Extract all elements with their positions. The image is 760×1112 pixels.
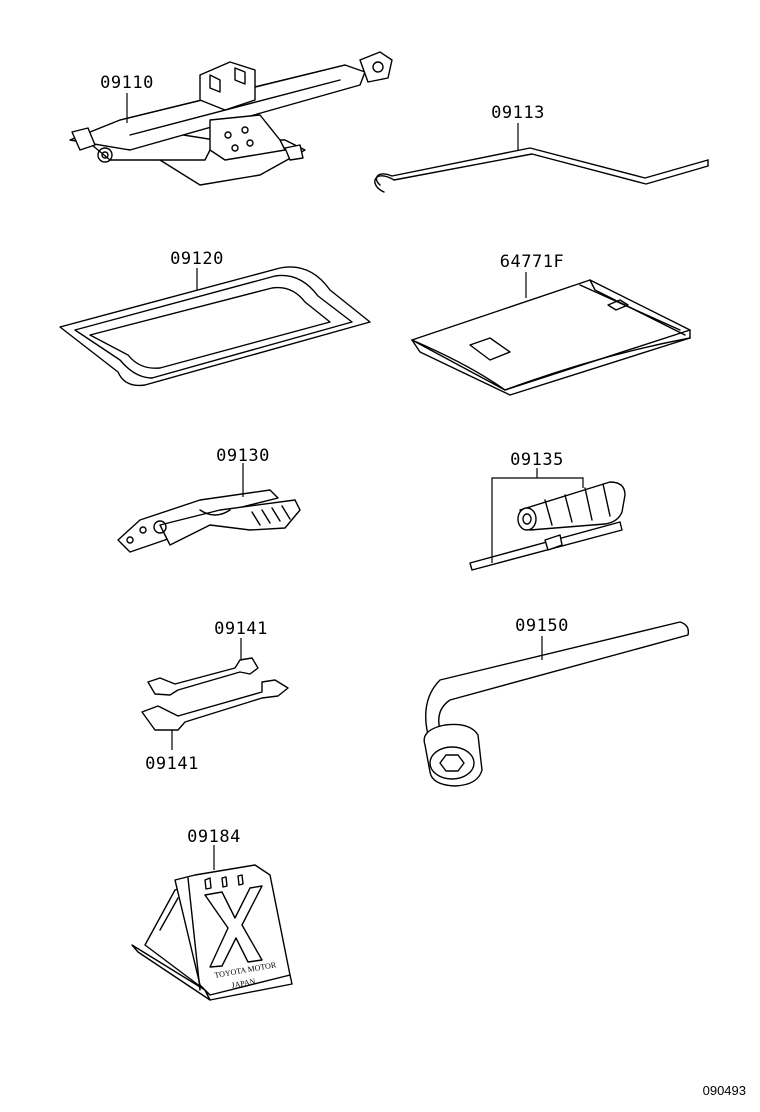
scissor-jack-illustration — [69, 51, 393, 186]
wheel-chock-illustration: TOYOTA MOTOR JAPAN — [131, 864, 293, 1001]
wrench-bottom-illustration — [141, 679, 289, 731]
part-number-wrench-bottom: 09141 — [145, 754, 199, 774]
part-number-wrench-top: 09141 — [214, 619, 268, 639]
tool-bag-illustration — [59, 266, 371, 387]
pliers-illustration — [117, 489, 301, 553]
jack-handle-illustration — [374, 147, 709, 193]
part-number-wheel-wrench: 09150 — [515, 616, 569, 636]
part-number-pliers: 09130 — [216, 446, 270, 466]
wheel-wrench-illustration — [423, 621, 690, 787]
illustration-code: 090493 — [703, 1083, 746, 1098]
part-number-jack: 09110 — [100, 73, 154, 93]
part-number-tool-bag: 09120 — [170, 249, 224, 269]
part-number-jack-handle: 09113 — [491, 103, 545, 123]
part-number-screwdriver: 09135 — [510, 450, 564, 470]
part-number-wheel-chock: 09184 — [187, 827, 241, 847]
tool-tray-illustration — [411, 279, 691, 396]
part-number-tool-tray: 64771F — [500, 252, 564, 272]
stamp-text-line2: JAPAN — [231, 977, 257, 990]
wrench-top-illustration — [147, 657, 259, 696]
screwdriver-illustration — [469, 481, 626, 571]
